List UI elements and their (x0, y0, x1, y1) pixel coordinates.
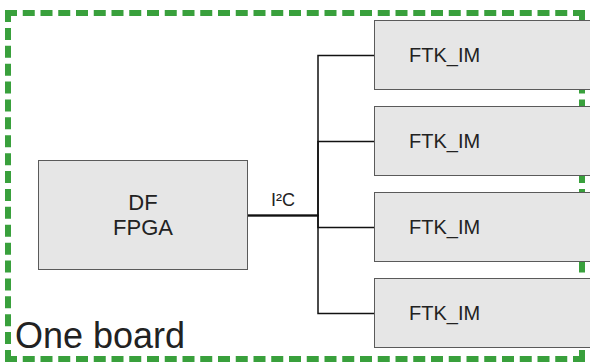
box-label: FTK_IM (409, 130, 480, 153)
bus-connector (248, 56, 374, 216)
fpga-box: DF FPGA (38, 160, 248, 270)
module-box: FTK_IM (374, 106, 590, 176)
bus-connector (248, 216, 374, 228)
board-outline: One board DF FPGA FTK_IM FTK_IM FTK_IM FTK_IM (5, 10, 585, 362)
box-label: FTK_IM (409, 216, 480, 239)
box-label: FTK_IM (409, 44, 480, 67)
module-box: FTK_IM (374, 20, 590, 90)
bus-label: I²C (269, 191, 297, 209)
board-label: One board (15, 318, 185, 354)
box-label: DF FPGA (98, 190, 188, 241)
module-box: FTK_IM (374, 192, 590, 262)
bus-connector (248, 216, 374, 314)
box-label: FTK_IM (409, 302, 480, 325)
module-box: FTK_IM (374, 278, 590, 348)
bus-connector (248, 142, 374, 216)
